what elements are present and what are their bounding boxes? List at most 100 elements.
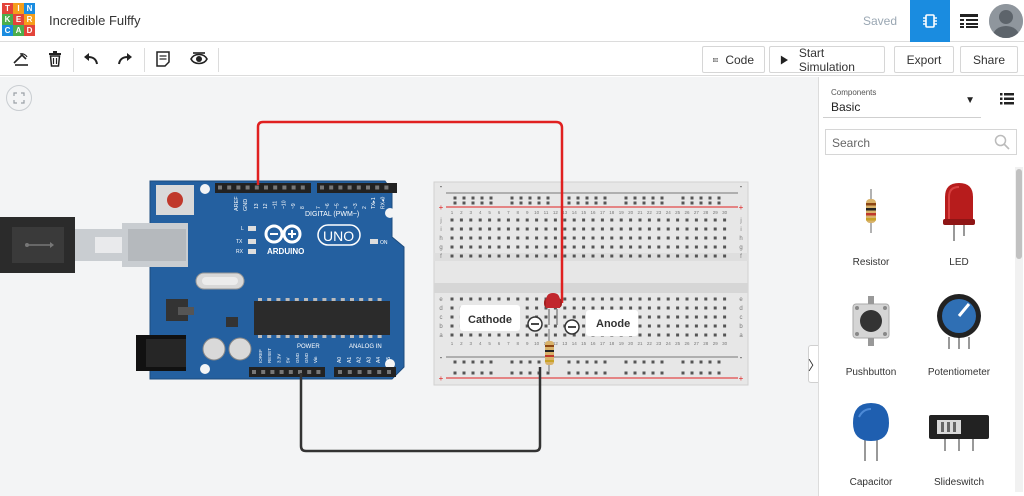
column-label: 7: [507, 341, 510, 346]
undo-button[interactable]: [74, 42, 108, 76]
search-icon: [994, 134, 1010, 150]
column-label: 9: [526, 210, 529, 215]
component-capacitor[interactable]: Capacitor: [825, 399, 917, 496]
component-name: Potentiometer: [927, 367, 991, 378]
usb-icon: [25, 242, 54, 248]
analog-pin-label: A1: [347, 357, 353, 363]
toolbar-separator: [218, 48, 219, 72]
analog-pin-label: A2: [357, 357, 363, 363]
column-label: 16: [590, 341, 596, 346]
resistor-icon: [839, 179, 903, 243]
collapse-panel-button[interactable]: 〉: [808, 345, 818, 383]
column-label: 29: [713, 210, 719, 215]
column-label: 9: [526, 341, 529, 346]
row-label: a: [439, 333, 443, 339]
column-label: 11: [544, 210, 549, 215]
digital-pin-label: 4: [344, 206, 350, 209]
column-label: 21: [637, 210, 643, 215]
rail-sign: -: [740, 353, 743, 362]
column-label: 18: [609, 210, 615, 215]
power-pin-label: 3.3V: [276, 354, 281, 363]
component-resistor[interactable]: Resistor: [825, 179, 917, 279]
rotate-button[interactable]: [4, 42, 38, 76]
logo-letter: A: [13, 25, 24, 36]
resistor-component[interactable]: [545, 329, 554, 372]
column-label: 1: [451, 210, 454, 215]
column-label: 5: [488, 341, 491, 346]
row-label: d: [739, 306, 742, 312]
code-label: Code: [725, 52, 754, 67]
trash-icon: [49, 51, 61, 67]
components-dropdown[interactable]: Components Basic ▼: [823, 82, 981, 118]
chip-pins: [258, 298, 382, 338]
power-pin-label: 5V: [286, 357, 291, 363]
digital-pin-label: 13: [254, 203, 260, 209]
column-label: 5: [488, 210, 491, 215]
code-button[interactable]: Code: [702, 46, 765, 73]
toolbar-separator: [73, 48, 74, 72]
logo-letter: T: [2, 3, 13, 14]
panel-scrollbar[interactable]: [1015, 167, 1023, 492]
gnd-label: GND: [243, 199, 249, 211]
project-title[interactable]: Incredible Fulffy: [49, 13, 141, 28]
share-button[interactable]: Share: [960, 46, 1018, 73]
visibility-button[interactable]: [182, 42, 216, 76]
save-status: Saved: [863, 14, 898, 28]
rail-sign: +: [739, 374, 744, 383]
user-avatar[interactable]: [989, 4, 1023, 38]
logo-letter: D: [24, 25, 35, 36]
column-label: 3: [470, 341, 473, 346]
component-slideswitch[interactable]: Slideswitch: [913, 399, 1005, 496]
digital-pin-label: ~9: [291, 203, 297, 209]
export-button[interactable]: Export: [894, 46, 954, 73]
start-simulation-label: Start Simulation: [798, 45, 855, 74]
column-label: 18: [609, 341, 615, 346]
zoom-to-fit-button[interactable]: [6, 85, 32, 111]
black-wire[interactable]: [299, 367, 542, 453]
digital-pin-label: ~3: [353, 203, 359, 209]
column-label: 30: [722, 210, 728, 215]
component-potentiometer[interactable]: Potentiometer: [913, 289, 1005, 389]
power-pin-label: RESET: [267, 348, 272, 363]
usb-cable[interactable]: [0, 217, 125, 273]
red-wire[interactable]: [256, 120, 564, 303]
redo-button[interactable]: [108, 42, 142, 76]
column-label: 25: [675, 210, 681, 215]
avatar-icon: [989, 4, 1023, 38]
tx-label: TX: [236, 239, 243, 245]
component-led[interactable]: LED: [913, 179, 1005, 279]
circuit-view-icon: [923, 14, 937, 28]
column-label: 19: [619, 341, 625, 346]
scrollbar-thumb[interactable]: [1016, 169, 1022, 259]
column-label: 26: [684, 210, 690, 215]
led-component[interactable]: [544, 293, 562, 325]
row-label: h: [439, 236, 442, 242]
start-simulation-button[interactable]: Start Simulation: [769, 45, 885, 74]
row-label: e: [439, 297, 443, 303]
schematic-list-button[interactable]: [950, 0, 988, 42]
delete-button[interactable]: [38, 42, 72, 76]
notes-button[interactable]: [146, 42, 180, 76]
component-search-input[interactable]: Search: [825, 129, 1017, 155]
column-label: 28: [703, 210, 709, 215]
circuit-view-button[interactable]: [910, 0, 950, 42]
export-label: Export: [906, 52, 942, 67]
column-label: 13: [562, 341, 568, 346]
column-label: 16: [590, 210, 596, 215]
components-dropdown-value: Basic: [831, 100, 861, 114]
column-label: 15: [581, 210, 587, 215]
power-pin-label: IOREF: [258, 349, 263, 363]
list-view-toggle[interactable]: [997, 89, 1017, 109]
column-label: 12: [553, 341, 559, 346]
component-pushbutton[interactable]: Pushbutton: [825, 289, 917, 389]
code-icon: [713, 57, 719, 62]
row-label: f: [440, 254, 442, 260]
column-label: 27: [694, 210, 700, 215]
rail-sign: +: [439, 374, 444, 383]
